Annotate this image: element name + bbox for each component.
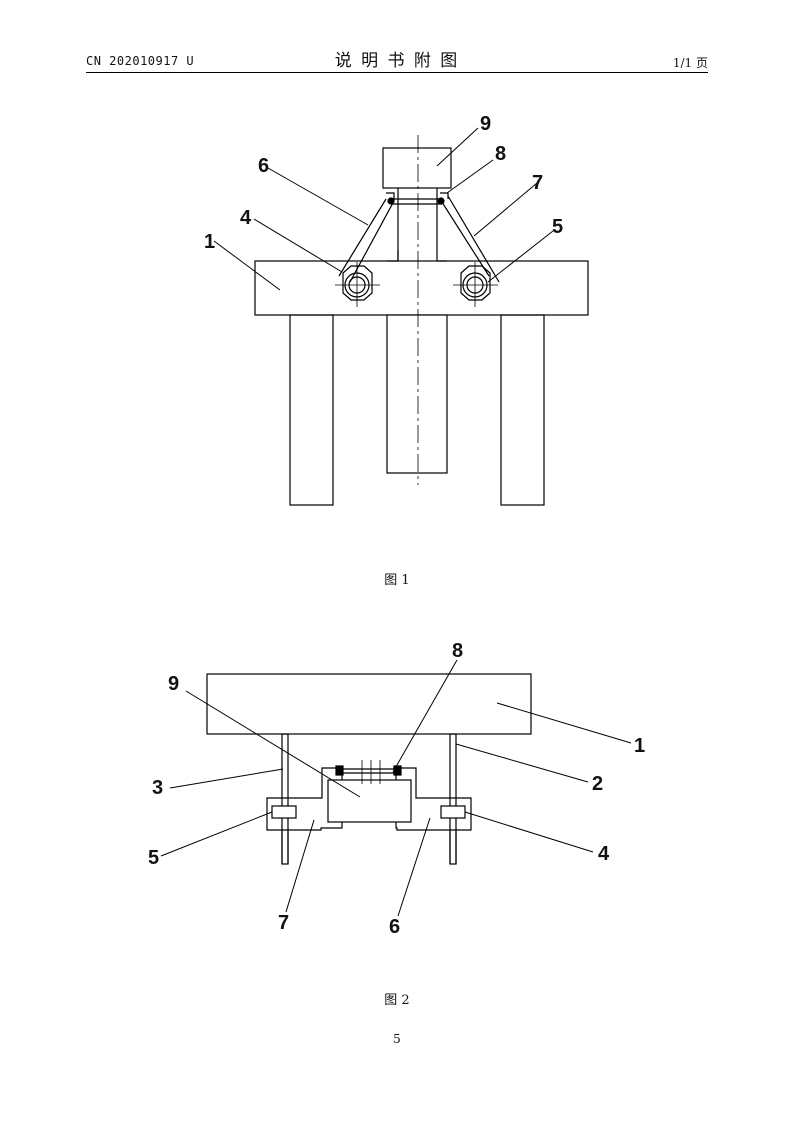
fig1-label-1: 1 [204, 231, 215, 253]
fig2-nut-4 [440, 805, 466, 819]
fig2-label-2: 2 [592, 773, 603, 795]
fig2-plate [206, 673, 532, 735]
fig1-spring-8 [387, 197, 445, 205]
fig1-label-7: 7 [532, 172, 543, 194]
fig2-block-9 [327, 779, 412, 823]
fig2-label-6: 6 [389, 916, 400, 938]
fig2-label-4: 4 [598, 843, 610, 865]
fig2-label-3: 3 [152, 777, 163, 799]
fig2-label-8: 8 [452, 640, 463, 662]
fig1-nut-4 [335, 262, 380, 307]
header-rule [86, 72, 708, 73]
fig1-right-leg [500, 314, 545, 506]
fig2-nut-5 [271, 805, 297, 819]
fig1-label-6: 6 [258, 155, 269, 177]
fig2-spring-8 [335, 760, 402, 784]
page-count: 1/1 页 [672, 56, 708, 70]
fig1-left-leg [289, 314, 334, 506]
page-title: 说 明 书 附 图 [334, 51, 460, 71]
figure-2-caption: 图 2 [384, 993, 410, 1008]
fig1-label-4: 4 [240, 207, 252, 229]
page-number: 5 [393, 1032, 401, 1046]
fig1-shaft [386, 314, 448, 474]
fig1-arm-7 [439, 195, 500, 283]
figure-1-caption: 图 1 [384, 573, 410, 588]
fig1-nut-5 [453, 262, 498, 307]
document-number: CN 202010917 U [86, 54, 195, 68]
fig1-label-5: 5 [552, 216, 563, 238]
fig2-label-7: 7 [278, 912, 289, 934]
fig2-label-9: 9 [168, 673, 179, 695]
fig1-label-9: 9 [480, 113, 491, 135]
fig2-label-1: 1 [634, 735, 645, 757]
fig1-block-9 [382, 147, 452, 189]
fig2-label-5: 5 [148, 847, 159, 869]
fig1-label-8: 8 [495, 143, 506, 165]
